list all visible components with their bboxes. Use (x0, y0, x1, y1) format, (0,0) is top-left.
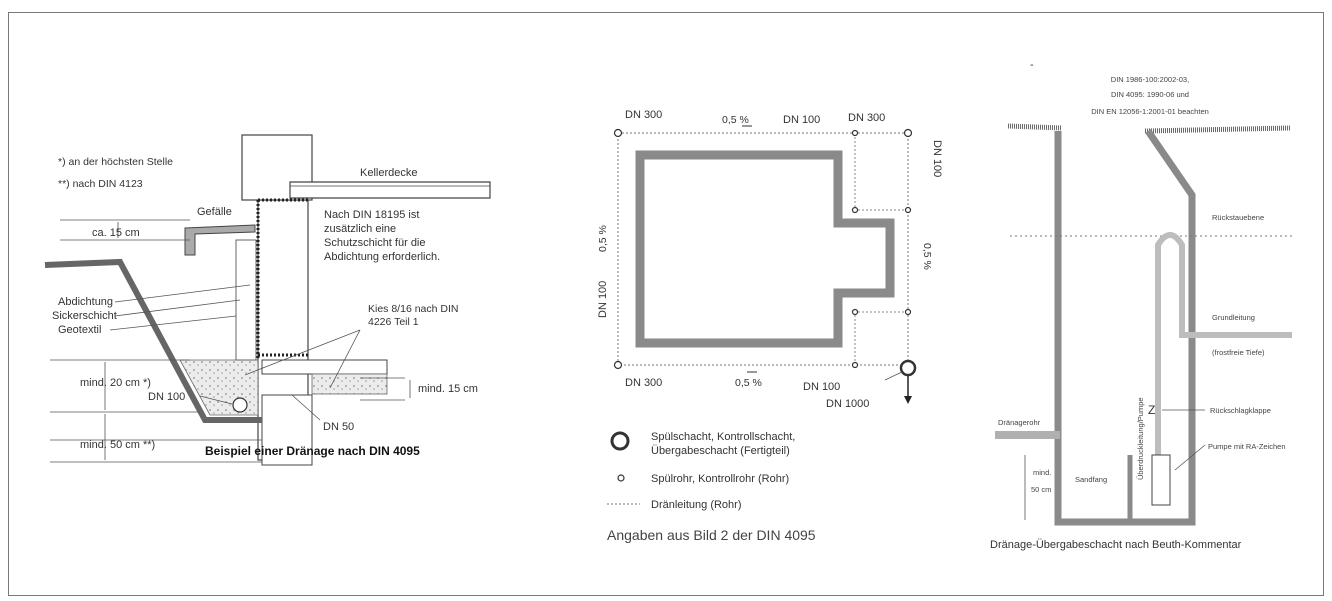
middle-caption: Angaben aus Bild 2 der DIN 4095 (607, 527, 816, 543)
ground-line-left (1007, 123, 1063, 131)
label-frostfreie-tiefe: (frostfreie Tiefe) (1212, 348, 1265, 357)
label-grundleitung: Grundleitung (1212, 313, 1255, 322)
label-ca-15cm: ca. 15 cm (92, 227, 140, 239)
label-mind-20cm: mind. 20 cm *) (80, 377, 151, 389)
label-dn100-top: DN 100 (783, 114, 820, 126)
label-mind-15cm: mind. 15 cm (418, 383, 478, 395)
label-dn300-bottom-left: DN 300 (625, 377, 662, 389)
label-kies-1: Kies 8/16 nach DIN (368, 303, 458, 315)
left-caption: Beispiel einer Dränage nach DIN 4095 (205, 444, 420, 458)
label-dn100-left: DN 100 (597, 281, 609, 318)
legend-manhole-line-2: Übergabeschacht (Fertigteil) (651, 445, 790, 457)
building-outline (635, 150, 895, 348)
pressure-pipe (1155, 232, 1292, 490)
label-slope-right: 0,5 % (921, 243, 933, 270)
header-line-3: DIN EN 12056-1:2001-01 beachten (1091, 107, 1209, 116)
drain-pipe-dn100 (232, 397, 248, 413)
label-gefaelle: Gefälle (197, 206, 232, 218)
legend-pipe-text: Spülrohr, Kontrollrohr (Rohr) (651, 473, 789, 485)
right-diagram: - DIN 1986-100:2002-03, DIN 4095: 1990-0… (990, 59, 1295, 551)
label-mind-50cm: mind. 50 cm **) (80, 439, 155, 451)
legend-manhole-icon (610, 431, 630, 451)
label-pumpe: Pumpe mit RA-Zeichen (1208, 442, 1286, 451)
label-sandfang: Sandfang (1075, 475, 1107, 484)
cellar-ceiling-slab (289, 181, 491, 199)
label-slope-left: 0,5 % (597, 225, 609, 252)
drain-inlet-pipe (995, 431, 1060, 439)
label-kellerdecke: Kellerdecke (360, 167, 417, 179)
shaft-wall (1054, 129, 1196, 526)
din18195-line-2: zusätzlich eine (324, 223, 396, 235)
din18195-line-1: Nach DIN 18195 ist (324, 209, 419, 221)
excavation-slope (44, 258, 262, 423)
header-line-2: DIN 4095: 1990-06 und (1111, 90, 1189, 99)
label-slope-bottom: 0,5 % (735, 377, 762, 389)
label-draenagerohr: Dränagerohr (998, 418, 1041, 427)
note-din-4123: **) nach DIN 4123 (58, 178, 143, 190)
gravel-bed (311, 373, 388, 395)
label-abdichtung: Abdichtung (58, 296, 113, 308)
manhole-dn1000 (899, 359, 917, 377)
label-geotextil: Geotextil (58, 324, 101, 336)
check-valve-symbol: Z (1148, 403, 1155, 417)
floor-slab (261, 359, 388, 375)
label-ueberdruckleitung: Überdruckleitung/Pumpe (1136, 397, 1145, 480)
label-50cm: 50 cm (1031, 485, 1051, 494)
label-sickerschicht: Sickerschicht (52, 310, 117, 322)
pump-body (1151, 454, 1171, 506)
label-rueckstauebene: Rückstauebene (1212, 213, 1264, 222)
legend-manhole-line-1: Spülschacht, Kontrollschacht, (651, 431, 795, 443)
label-dn100-bottom: DN 100 (803, 381, 840, 393)
drain-pipe-loop (617, 132, 909, 366)
label-mind: mind. (1033, 468, 1051, 477)
ground-line-right (1144, 125, 1291, 134)
din18195-line-3: Schutzschicht für die (324, 237, 426, 249)
label-slope-top: 0,5 % (722, 114, 749, 126)
label-dn300-top-right: DN 300 (848, 112, 885, 124)
left-diagram: *) an der höchsten Stelle **) nach DIN 4… (44, 134, 491, 466)
legend-pipe-icon (617, 474, 625, 482)
note-highest-point: *) an der höchsten Stelle (58, 156, 173, 168)
surface-gutter (184, 224, 256, 256)
label-rueckschlagklappe: Rückschlagklappe (1210, 406, 1271, 415)
label-dn300-top-left: DN 300 (625, 109, 662, 121)
header-line-1: DIN 1986-100:2002-03, (1111, 75, 1189, 84)
label-dn100-right: DN 100 (931, 140, 943, 177)
din18195-line-4: Abdichtung erforderlich. (324, 251, 440, 263)
right-caption: Dränage-Übergabeschacht nach Beuth-Komme… (990, 539, 1242, 551)
label-dn1000: DN 1000 (826, 398, 869, 410)
right-dash: - (1030, 59, 1034, 71)
legend-drain-text: Dränleitung (Rohr) (651, 499, 741, 511)
seepage-layer (235, 239, 257, 361)
footing (261, 394, 313, 466)
middle-diagram: DN 300 0,5 % DN 100 DN 300 DN 100 0,5 % … (597, 109, 943, 543)
label-kies-2: 4226 Teil 1 (368, 316, 419, 328)
label-dn50: DN 50 (323, 421, 354, 433)
label-dn100: DN 100 (148, 391, 185, 403)
image-frame (8, 12, 1324, 596)
